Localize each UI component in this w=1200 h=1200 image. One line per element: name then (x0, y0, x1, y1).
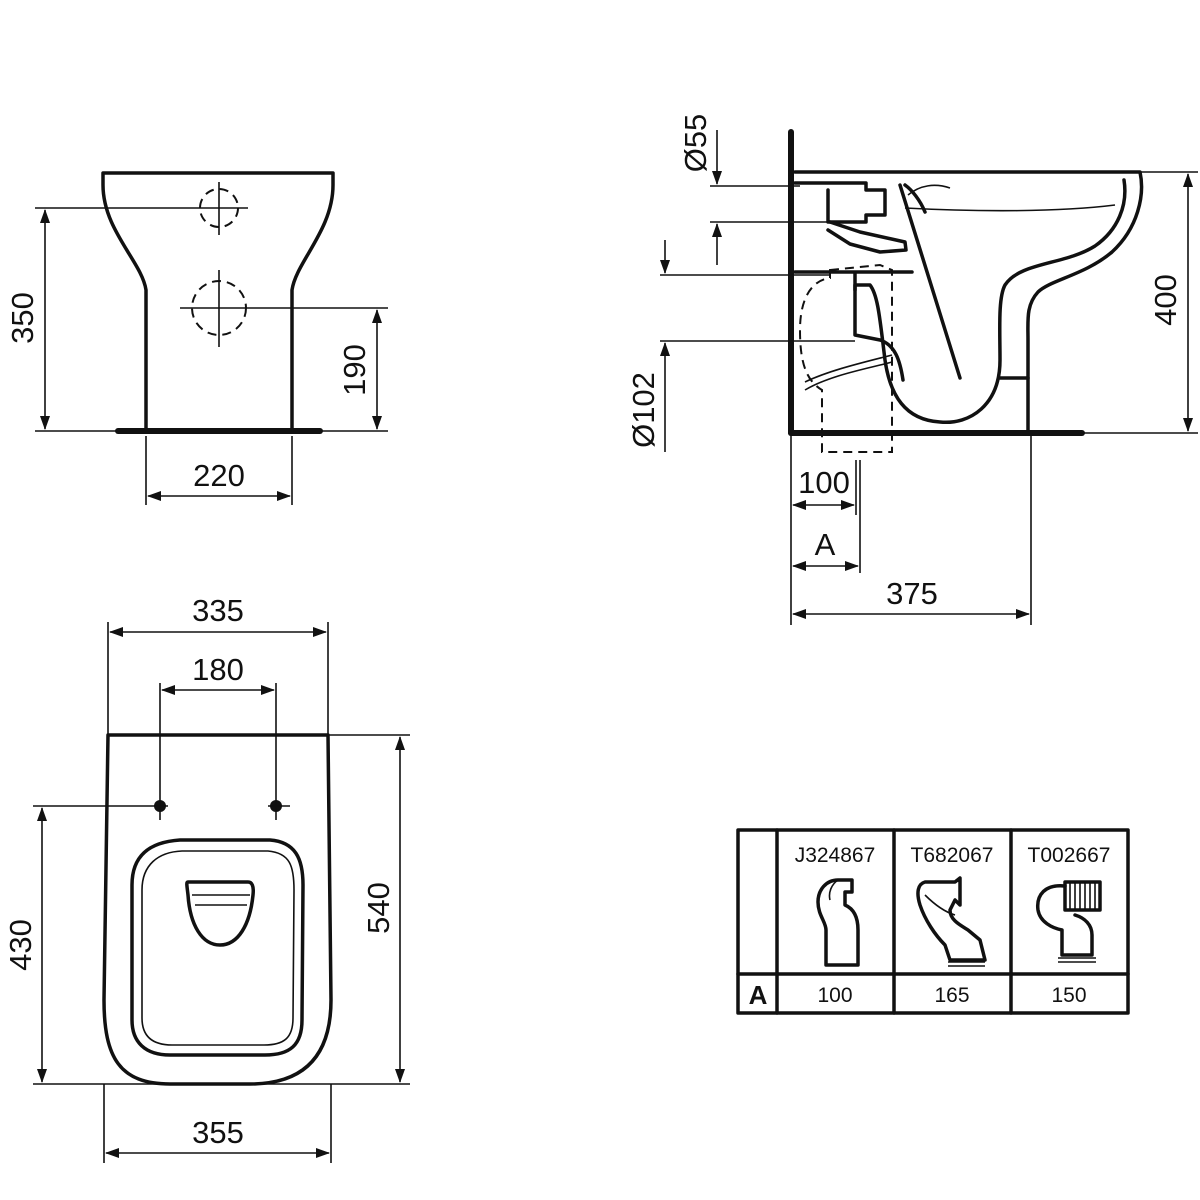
side-view-trapway (898, 183, 962, 380)
dimension-o102-label: Ø102 (626, 372, 661, 448)
dimension-o55-label: Ø55 (678, 114, 713, 173)
dimension-430-label: 430 (3, 919, 38, 971)
side-view: Ø55 Ø102 400 100 A 375 (626, 114, 1198, 625)
dimension-a-label: A (815, 527, 836, 562)
connector-table: A J324867 100 T682067 165 T002667 150 (736, 828, 1130, 1015)
dimension-190-label: 190 (337, 344, 372, 396)
connector-value-3: 150 (1051, 984, 1086, 1007)
connector-value-1: 100 (817, 984, 852, 1007)
top-view-seat (130, 838, 305, 1057)
connector-table-row-label: A (749, 980, 768, 1010)
connector-code-1: J324867 (795, 844, 876, 867)
top-view: 335 180 430 540 355 (3, 593, 410, 1163)
dimension-540-label: 540 (361, 882, 396, 934)
dimension-100-label: 100 (798, 465, 850, 500)
front-view: 350 190 220 (5, 171, 388, 505)
top-view-outline (102, 733, 333, 1086)
side-view-body-outline (793, 170, 1144, 432)
side-view-bowl-outline (853, 178, 1127, 424)
dimension-375-label: 375 (886, 576, 938, 611)
connector-2-image (916, 876, 987, 967)
connector-code-3: T002667 (1028, 844, 1111, 867)
dimension-355-label: 355 (192, 1115, 244, 1150)
dimension-220-label: 220 (193, 458, 245, 493)
connector-1-image (816, 878, 860, 967)
front-view-outline (101, 171, 335, 432)
dimension-180-label: 180 (192, 652, 244, 687)
dimension-400-label: 400 (1148, 274, 1183, 326)
side-view-inlet (793, 181, 887, 224)
connector-code-2: T682067 (911, 844, 994, 867)
connector-value-2: 165 (934, 984, 969, 1007)
dimension-335-label: 335 (192, 593, 244, 628)
top-view-bowl (185, 880, 255, 947)
connector-3-image (1036, 880, 1102, 963)
dimension-350-label: 350 (5, 292, 40, 344)
